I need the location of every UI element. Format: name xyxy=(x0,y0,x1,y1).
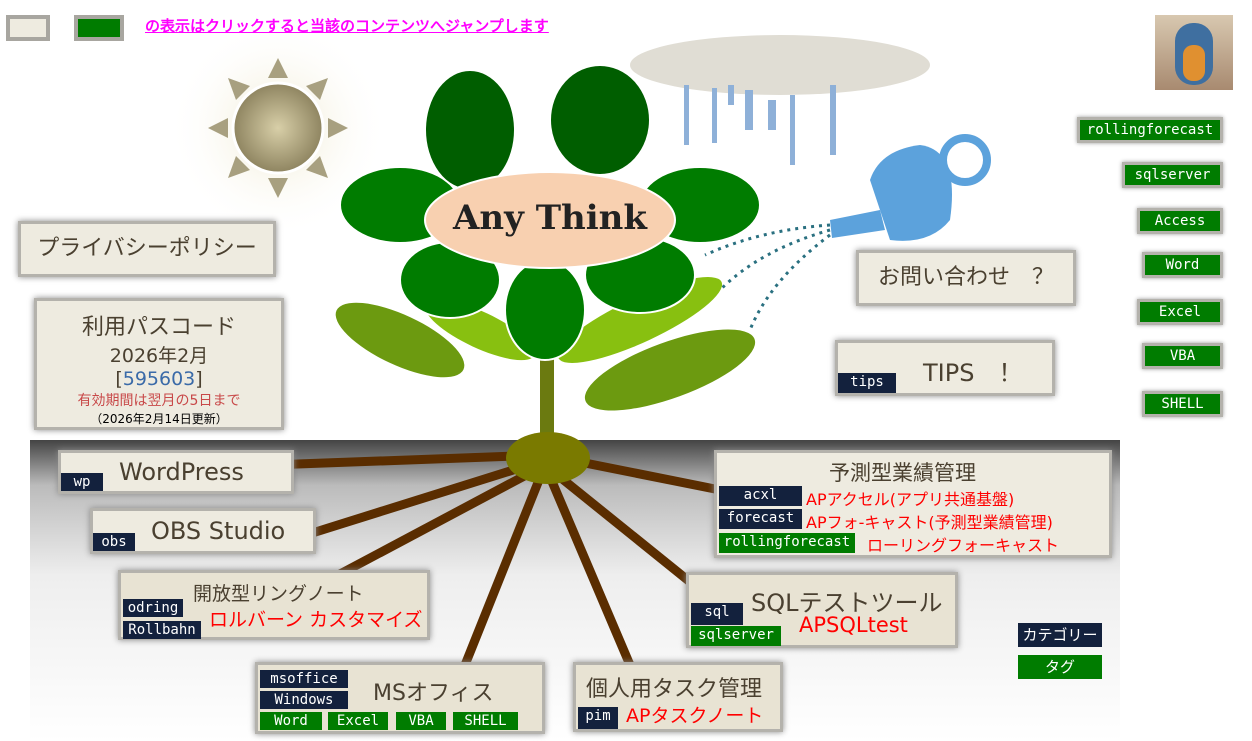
legend-notice-link[interactable]: の表示はクリックすると当該のコンテンツへジャンプします xyxy=(145,17,549,35)
shell-tag[interactable]: SHELL xyxy=(453,712,518,730)
passcode-updated: （2026年2月14日更新） xyxy=(90,412,228,426)
passcode-validity: 有効期間は翌月の5日まで xyxy=(77,393,241,409)
acxl-tag[interactable]: acxl xyxy=(719,486,802,506)
sqltool-title: SQLテストツール xyxy=(751,589,943,617)
roots xyxy=(269,450,721,667)
task-card[interactable]: 個人用タスク管理 pim APタスクノート xyxy=(573,662,783,732)
passcode-value: 595603 xyxy=(122,368,196,390)
pim-tag[interactable]: pim xyxy=(578,707,618,729)
odring-tag[interactable]: odring xyxy=(123,599,183,617)
sun-icon xyxy=(168,18,388,238)
cloud-icon xyxy=(630,35,930,165)
tag-access[interactable]: Access xyxy=(1137,208,1223,234)
tag-word[interactable]: Word xyxy=(1142,252,1223,278)
tag-vba[interactable]: VBA xyxy=(1142,343,1223,369)
odring-title: 開放型リングノート xyxy=(193,583,364,605)
flower-icon xyxy=(335,64,761,484)
forecast-card[interactable]: 予測型業績管理 acxl APアクセル(アプリ共通基盤) forecast AP… xyxy=(714,450,1112,558)
windows-tag[interactable]: Windows xyxy=(260,691,348,709)
tag-sqlserver[interactable]: sqlserver xyxy=(1122,162,1223,188)
sqltool-card[interactable]: SQLテストツール sql sqlserver APSQLtest xyxy=(686,572,958,648)
odring-card[interactable]: 開放型リングノート odring Rollbahn ロルバーン カスタマイズ xyxy=(118,570,430,640)
wordpress-title: WordPress xyxy=(119,458,244,486)
msoffice-card[interactable]: msoffice Windows MSオフィス Word Excel VBA S… xyxy=(255,662,545,734)
passcode-title: 利用パスコード xyxy=(81,315,236,340)
obs-tag[interactable]: obs xyxy=(93,533,135,551)
rollingforecast-text: ローリングフォーキャスト xyxy=(867,536,1060,555)
odring-subtitle: ロルバーン カスタマイズ xyxy=(209,609,423,631)
vba-tag[interactable]: VBA xyxy=(396,712,446,730)
excel-tag[interactable]: Excel xyxy=(328,712,388,730)
privacy-policy-button[interactable]: プライバシーポリシー xyxy=(18,221,276,277)
rollbahn-tag[interactable]: Rollbahn xyxy=(123,621,201,639)
legend-category-label: カテゴリー xyxy=(1018,623,1102,647)
owl-avatar xyxy=(1155,15,1233,90)
tips-tag[interactable]: tips xyxy=(838,373,896,393)
tag-excel[interactable]: Excel xyxy=(1137,299,1223,325)
tag-shell[interactable]: SHELL xyxy=(1142,391,1223,417)
wordpress-card[interactable]: wp WordPress xyxy=(58,450,294,494)
obs-card[interactable]: obs OBS Studio xyxy=(90,508,316,554)
rollingforecast-tag[interactable]: rollingforecast xyxy=(719,533,855,553)
task-title: 個人用タスク管理 xyxy=(586,677,763,702)
tips-button[interactable]: tips TIPS ！ xyxy=(835,340,1055,396)
passcode-month: 2026年2月 xyxy=(109,345,209,367)
legend-tag-swatch xyxy=(74,15,124,41)
bracket-close: ] xyxy=(195,368,203,390)
site-logo[interactable]: Any Think xyxy=(453,198,647,238)
sqltool-subtitle: APSQLtest xyxy=(799,613,908,637)
forecast-tag[interactable]: forecast xyxy=(719,509,802,529)
wp-tag[interactable]: wp xyxy=(61,473,103,491)
msoffice-title: MSオフィス xyxy=(373,681,494,706)
sqlserver-tag[interactable]: sqlserver xyxy=(691,626,781,646)
bracket-open: [ xyxy=(115,368,123,390)
legend-tag-label: タグ xyxy=(1018,655,1102,679)
forecast-title: 予測型業績管理 xyxy=(829,461,976,485)
contact-button[interactable]: お問い合わせ ？ xyxy=(856,250,1076,306)
forecast-text: APフォ-キャスト(予測型業績管理) xyxy=(806,513,1053,532)
word-tag[interactable]: Word xyxy=(260,712,322,730)
tips-label: TIPS ！ xyxy=(923,359,1023,387)
sql-tag[interactable]: sql xyxy=(691,603,743,625)
tag-rollingforecast[interactable]: rollingforecast xyxy=(1077,117,1223,143)
watering-can-icon xyxy=(704,134,991,331)
task-subtitle: APタスクノート xyxy=(626,705,764,727)
legend-category-swatch xyxy=(6,15,50,41)
obs-title: OBS Studio xyxy=(151,517,286,545)
msoffice-tag[interactable]: msoffice xyxy=(260,670,348,688)
passcode-panel: 利用パスコード 2026年2月 [595603] 有効期間は翌月の5日まで （2… xyxy=(34,298,284,430)
acxl-text: APアクセル(アプリ共通基盤) xyxy=(806,490,1015,509)
